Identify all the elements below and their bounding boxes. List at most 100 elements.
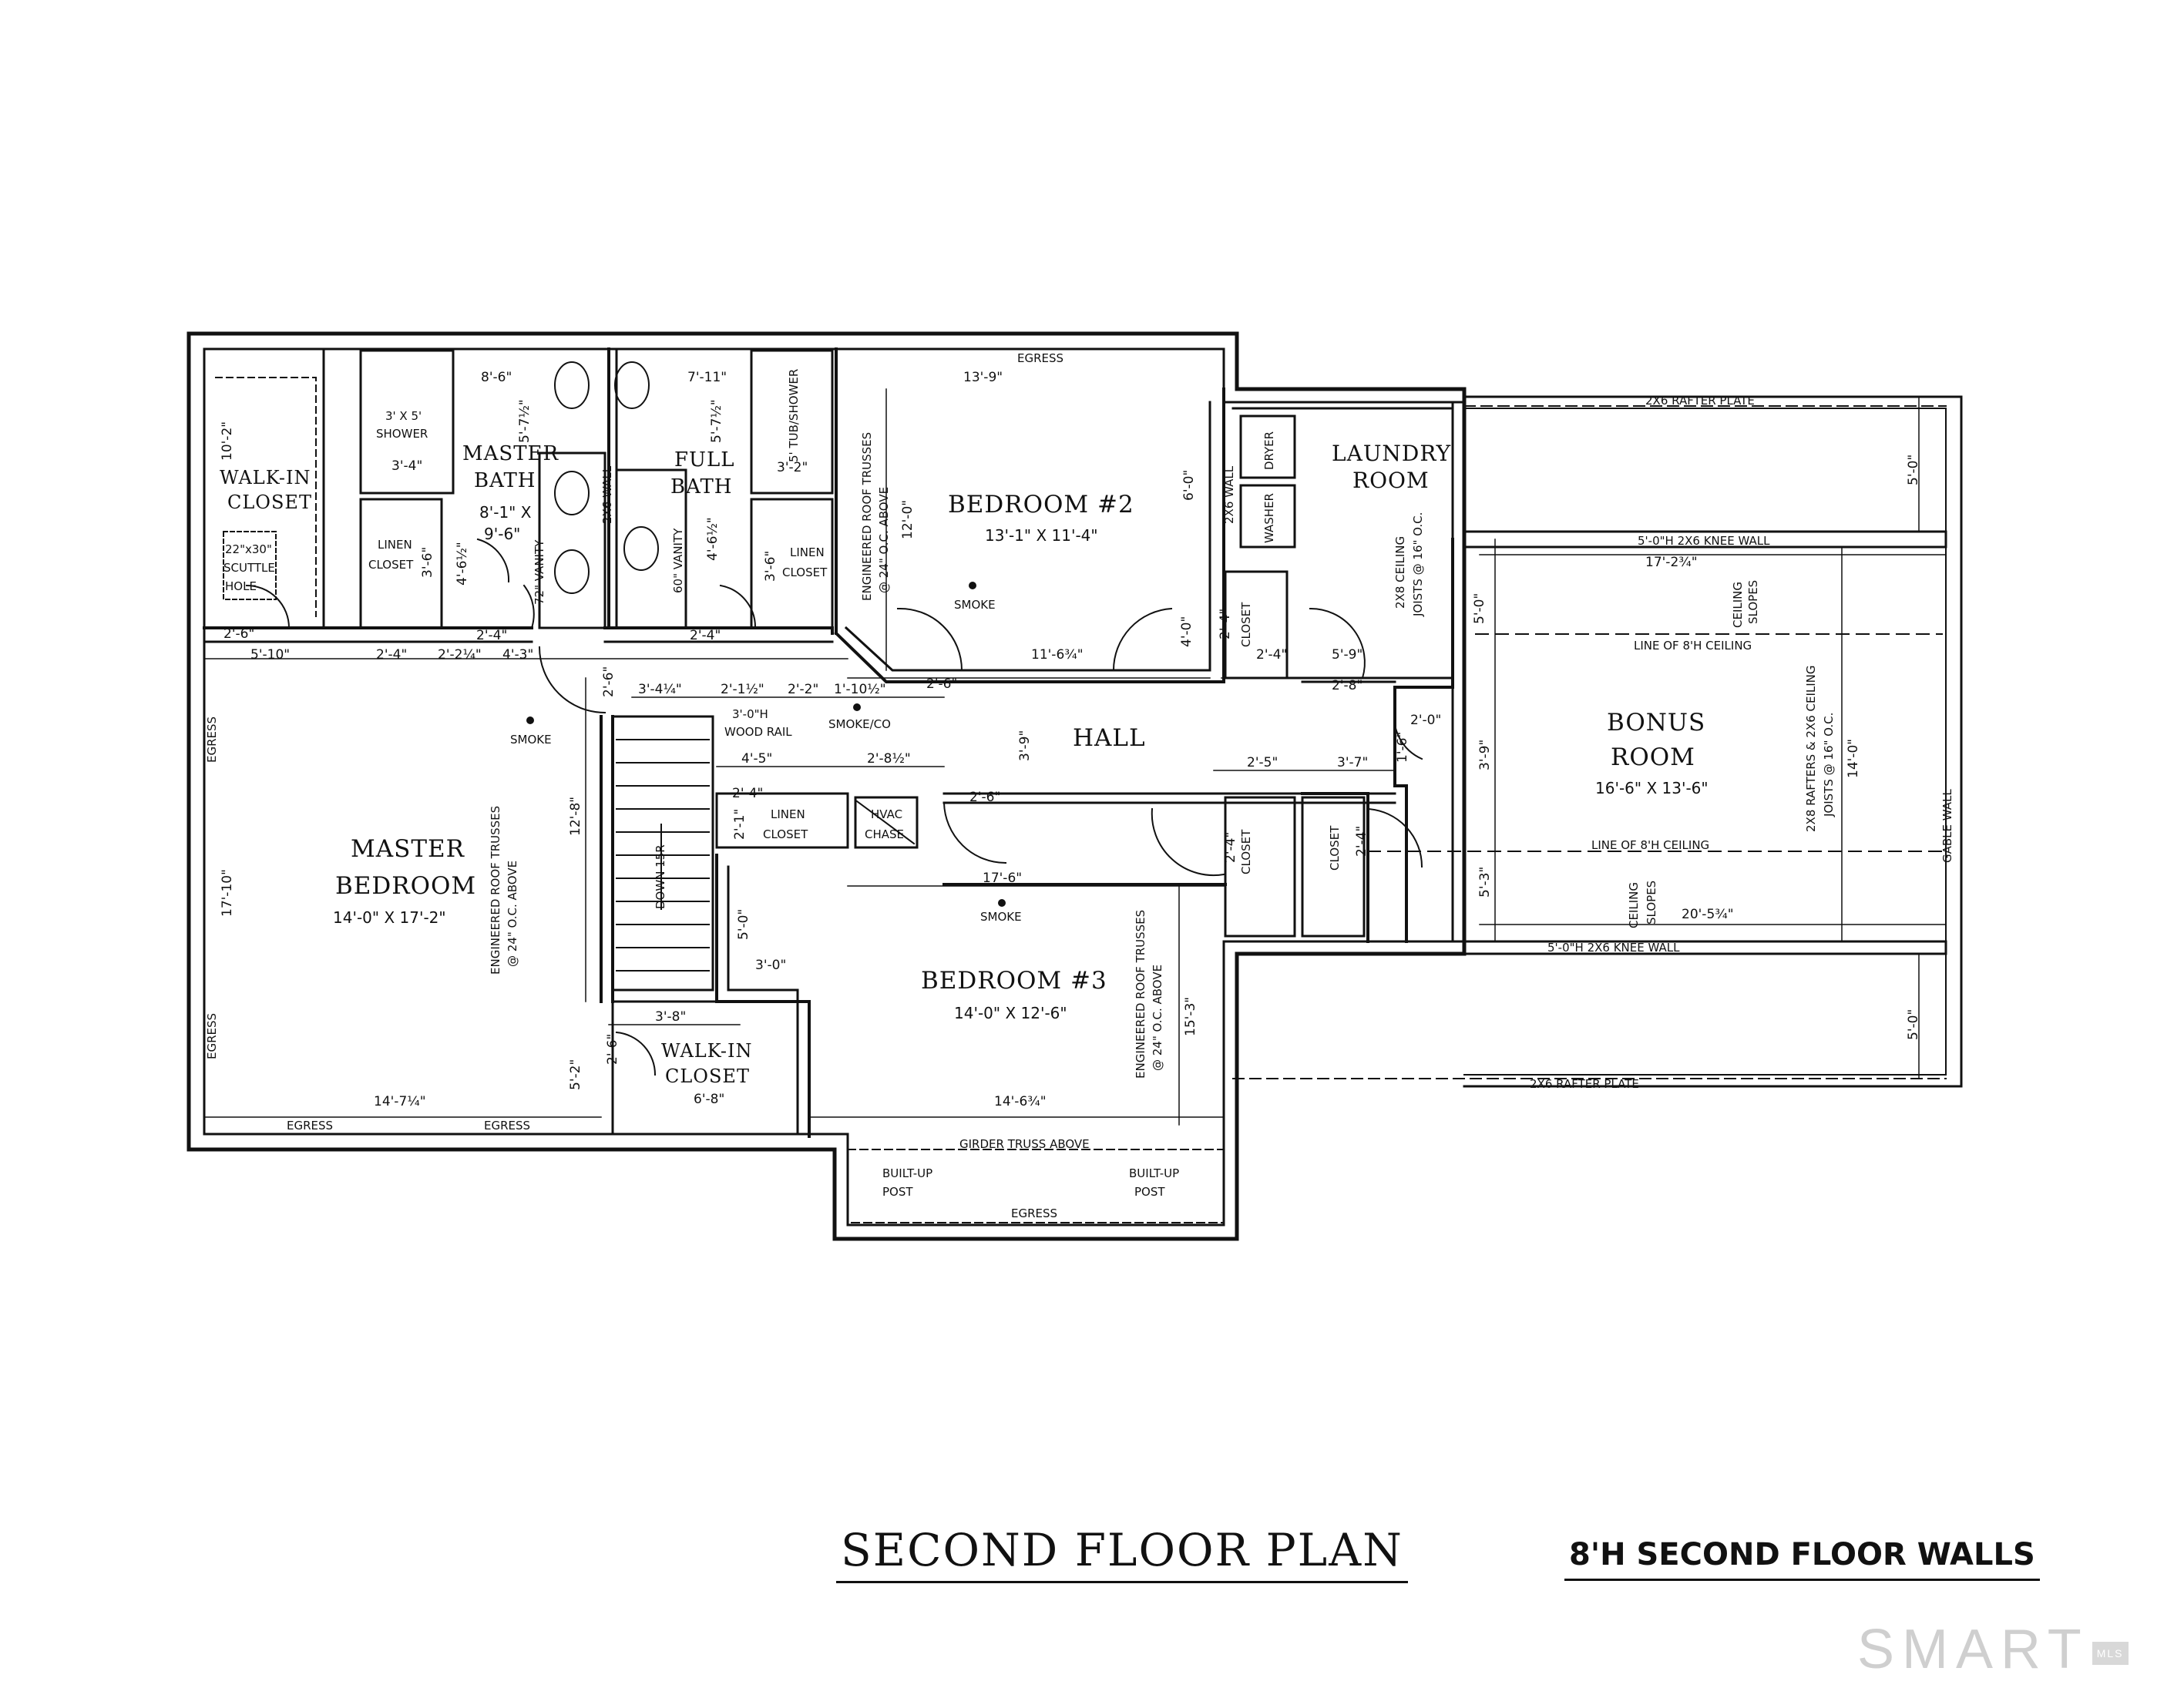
hvac-diagonal [855, 800, 916, 845]
walk-in-closet-2-walls [611, 1000, 799, 1136]
dimension: 3'-6" [763, 551, 778, 582]
dimension: 2'-6" [926, 676, 957, 692]
dimension: 4'-6½" [705, 517, 721, 561]
wood-rail-label-2: WOOD RAIL [724, 725, 792, 739]
master-bath-size: 8'-1" X [479, 503, 532, 522]
dimension: 4'-6½" [455, 542, 470, 586]
dimension: 2'-1½" [721, 682, 764, 697]
ceiling-joist-label-2: JOISTS @ 16" O.C. [1411, 512, 1425, 617]
dimension: 3'-7" [1337, 755, 1368, 770]
vanity-72 [538, 451, 606, 629]
dimension: 12'-8" [568, 797, 583, 836]
linen-closet-1-label: LINEN [378, 538, 412, 552]
trusses-label-2: @ 24" O.C. ABOVE [1151, 965, 1164, 1071]
bedroom-3-walls [715, 854, 1227, 1138]
tub-shower [750, 349, 834, 495]
full-bath-name-2: BATH [670, 475, 732, 498]
dimension: 4'-3" [502, 647, 533, 663]
windows [187, 332, 1963, 1240]
linen-closet-2-walls [750, 498, 834, 629]
dryer [1239, 414, 1296, 479]
knee-wall-label: 5'-0"H 2X6 KNEE WALL [1547, 941, 1680, 955]
shower-label-2: SHOWER [376, 427, 428, 441]
linen-closet-2-label-2: CLOSET [782, 565, 828, 579]
rafter-plate-label: 2X6 RAFTER PLATE [1530, 1077, 1639, 1091]
post-label: BUILT-UP [882, 1166, 932, 1180]
dimension: 20'-5¾" [1682, 907, 1734, 922]
post-label-2: POST [882, 1185, 913, 1199]
master-bath-size-2: 9'-6" [484, 525, 520, 543]
dimension: 3'-4" [391, 458, 422, 474]
dimension: 2'-6" [601, 666, 617, 697]
ceiling-slopes-label: CEILING [1627, 882, 1641, 928]
dimension: 5'-7½" [709, 399, 724, 443]
washer-label: WASHER [1262, 493, 1276, 543]
sink-2 [554, 549, 590, 594]
dimension: 2'-0" [1410, 713, 1441, 728]
rafter-plate-label: 2X6 RAFTER PLATE [1645, 394, 1755, 408]
dimension: 2'-5" [1247, 755, 1278, 770]
post-label: BUILT-UP [1129, 1166, 1179, 1180]
dimension: 2'-4" [1354, 826, 1369, 857]
post-label-2: POST [1134, 1185, 1165, 1199]
sink-1 [554, 471, 590, 515]
vanity-60 [615, 468, 687, 629]
hvac-label-2: CHASE [865, 827, 904, 841]
dimension: 2'-4" [732, 786, 763, 801]
trusses-label: ENGINEERED ROOF TRUSSES [860, 432, 874, 601]
dryer-label: DRYER [1262, 431, 1276, 470]
dimension: 3'-8" [655, 1009, 686, 1025]
watermark-mls-badge: MLS [2092, 1641, 2129, 1665]
walk-in-closet-2-name-2: CLOSET [665, 1065, 750, 1087]
dimension: 5'-0" [1472, 593, 1487, 624]
scuttle-label-3: HOLE [225, 579, 257, 593]
smoke-icon [853, 703, 861, 711]
girder-truss-label: GIRDER TRUSS ABOVE [959, 1137, 1090, 1151]
dimension: 2'-8" [1332, 678, 1362, 693]
dimension: 1'-10½" [834, 682, 886, 697]
bedroom-3-walls-2 [727, 865, 799, 1130]
wall-2x6-label: 2X6 WALL [600, 465, 614, 524]
dimension: 3'-9" [1017, 730, 1033, 761]
dimension: 5'-0" [1906, 1009, 1921, 1040]
scuttle-hole [223, 531, 277, 600]
knee-wall-label: 5'-0"H 2X6 KNEE WALL [1638, 534, 1770, 548]
dimension: 2'-4" [690, 628, 721, 643]
toilet-1 [554, 361, 590, 409]
dimension: 5'-9" [1332, 647, 1362, 663]
shower-label: 3' X 5' [385, 409, 422, 423]
closet-bonus [1301, 796, 1366, 938]
dimension: 17'-6" [983, 871, 1022, 886]
dimension: 11'-6¾" [1031, 647, 1084, 663]
dimension: 2'-6" [605, 1034, 620, 1065]
laundry-name: LAUNDRY [1332, 441, 1451, 466]
walk-in-closet-1-name: WALK-IN [220, 467, 311, 488]
linen-closet-3-label-2: CLOSET [763, 827, 808, 841]
bonus-room-name-2: ROOM [1611, 743, 1695, 771]
bedroom-2-walls-2 [844, 401, 1211, 672]
dimension: 7'-11" [687, 370, 727, 385]
dimension: 8'-6" [481, 370, 512, 385]
dimension: 2'-8½" [867, 751, 911, 767]
hvac-label: HVAC [871, 807, 902, 821]
dimension: 2'-4" [1223, 832, 1238, 863]
walk-in-closet-1-shelf [215, 377, 317, 617]
walk-in-closet-1-walls [203, 347, 325, 629]
dimension: 3'-0" [755, 958, 786, 973]
linen-closet-1-walls [359, 498, 443, 629]
ceiling-slopes-label: CEILING [1731, 582, 1745, 628]
wall-2x6-label: 2X6 WALL [1222, 465, 1236, 524]
bonus-room-attic-inner [1463, 408, 1947, 1076]
toilet-2 [614, 361, 650, 409]
smoke-icon [526, 716, 534, 724]
dimension: 14'-0" [1846, 739, 1861, 778]
closet-b3 [1224, 796, 1296, 938]
vanity-72-label: 72" VANITY [533, 539, 546, 605]
ceiling-slopes-label-2: SLOPES [1746, 580, 1760, 624]
egress-label: EGRESS [484, 1119, 530, 1133]
bedroom-2-size: 13'-1" X 11'-4" [985, 526, 1098, 545]
dimension: 2'-2" [788, 682, 818, 697]
trusses-label-2: @ 24" O.C. ABOVE [506, 861, 519, 967]
bonus-room-size: 16'-6" X 13'-6" [1595, 779, 1709, 797]
scuttle-label-2: SCUTTLE [223, 561, 275, 575]
